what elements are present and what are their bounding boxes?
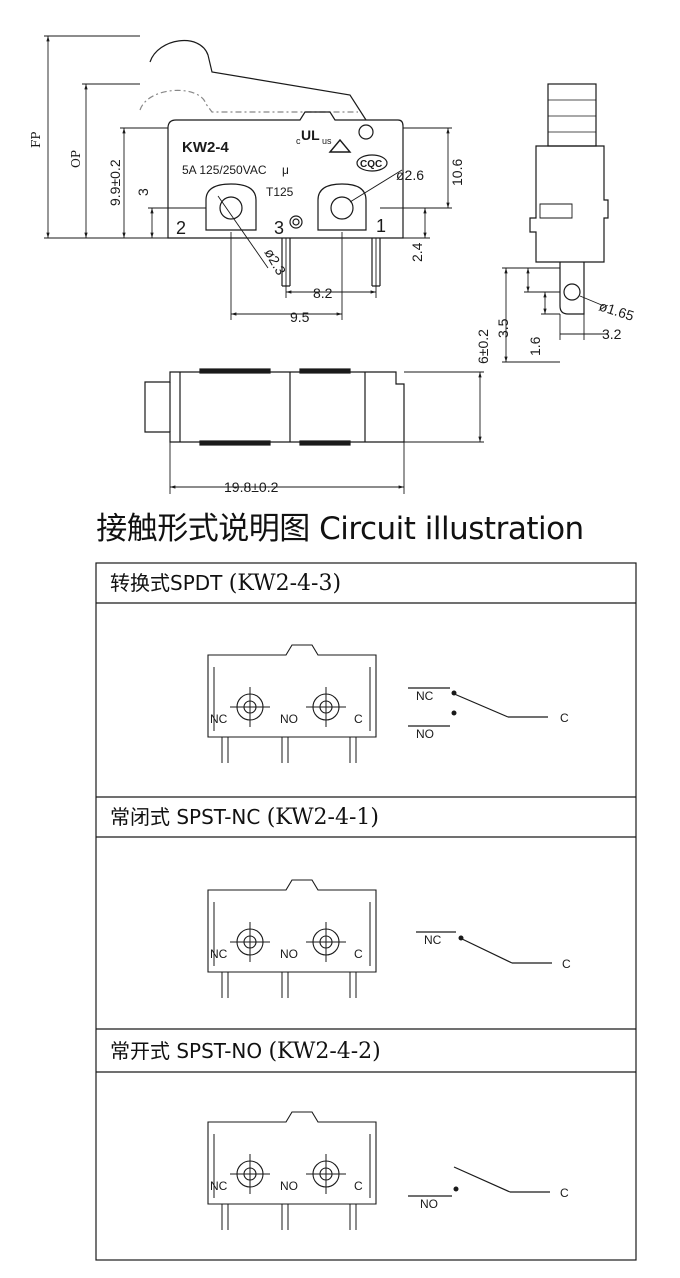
dim-phi-2-6: ø2.6 [396, 167, 424, 183]
switch-body [167, 111, 404, 239]
rating-text: 5A 125/250VAC [182, 163, 267, 177]
dim-6: 6±0.2 [475, 329, 491, 364]
spdt-body-no: NO [280, 712, 298, 726]
spdt-nc-label: NC [416, 689, 434, 703]
temp-rating-text: T125 [266, 185, 294, 199]
no-body-nc: NC [210, 1179, 228, 1193]
dim-2-4: 2.4 [409, 242, 425, 262]
section-spdt-cn: 转换式SPDT [110, 571, 229, 595]
section-no-title: 常开式 SPST-NO (KW2-4-2) [96, 1031, 636, 1071]
model-text: KW2-4 [182, 139, 229, 156]
section-spdt-model: (KW2-4-3) [228, 571, 342, 596]
dim-19-8: 19.8±0.2 [224, 479, 279, 495]
pin-3-label: 3 [274, 218, 284, 238]
dim-phi-2-3: ø2.3 [261, 246, 289, 278]
nc-body-no: NO [280, 947, 298, 961]
nc-body-nc: NC [210, 947, 228, 961]
mu-mark: μ [282, 163, 289, 177]
dim-3: 3 [135, 188, 151, 196]
nc-body-c: C [354, 947, 363, 961]
section-no-model: (KW2-4-2) [268, 1039, 381, 1064]
dim-fp: FP [29, 132, 43, 148]
pin-1-label: 1 [376, 216, 386, 236]
us-mark: us [322, 136, 332, 146]
bottom-body [144, 371, 405, 443]
spdt-body-nc: NC [210, 712, 228, 726]
dim-8-2: 8.2 [313, 285, 333, 301]
dim-10-6: 10.6 [449, 159, 465, 186]
dim-3-2: 3.2 [602, 326, 622, 342]
cqc-mark: CQC [360, 159, 382, 170]
dim-9-5: 9.5 [290, 309, 310, 325]
no-c-label: C [560, 1186, 569, 1200]
dim-3-5: 3.5 [495, 318, 511, 338]
section-no-cn: 常开式 SPST-NO [110, 1039, 269, 1063]
nc-c-label: C [562, 957, 571, 971]
nc-nc-label: NC [424, 933, 442, 947]
no-no-label: NO [420, 1197, 438, 1211]
section-nc-title: 常闭式 SPST-NC (KW2-4-1) [96, 797, 636, 837]
dim-op: OP [69, 150, 83, 168]
pin-2-label: 2 [176, 218, 186, 238]
dimension-drawing: KW2-4 5A 125/250VAC μ T125 UL c us CQC 2… [29, 35, 636, 495]
section-nc-cn: 常闭式 SPST-NC [110, 805, 267, 829]
terminal-3-hole [289, 215, 303, 229]
dim-9-9: 9.9±0.2 [107, 159, 123, 206]
plunger [547, 83, 597, 147]
circuit-heading: 接触形式说明图 Circuit illustration [96, 511, 584, 547]
section-nc-model: (KW2-4-1) [266, 805, 379, 830]
no-body-no: NO [280, 1179, 298, 1193]
c-mark: c [296, 136, 301, 146]
side-body [529, 145, 609, 263]
dim-phi-1-65: ø1.65 [597, 298, 636, 324]
spdt-no-label: NO [416, 727, 434, 741]
terminal-2-hole [219, 196, 243, 220]
section-spdt-title: 转换式SPDT (KW2-4-3) [96, 563, 636, 603]
terminal-1-hole [330, 196, 354, 220]
ul-mark: UL [301, 127, 320, 143]
spdt-c-label: C [560, 711, 569, 725]
lever-phantom [139, 89, 358, 113]
dim-1-6: 1.6 [527, 336, 543, 356]
lever-arm [149, 40, 367, 121]
spdt-body-c: C [354, 712, 363, 726]
no-body-c: C [354, 1179, 363, 1193]
